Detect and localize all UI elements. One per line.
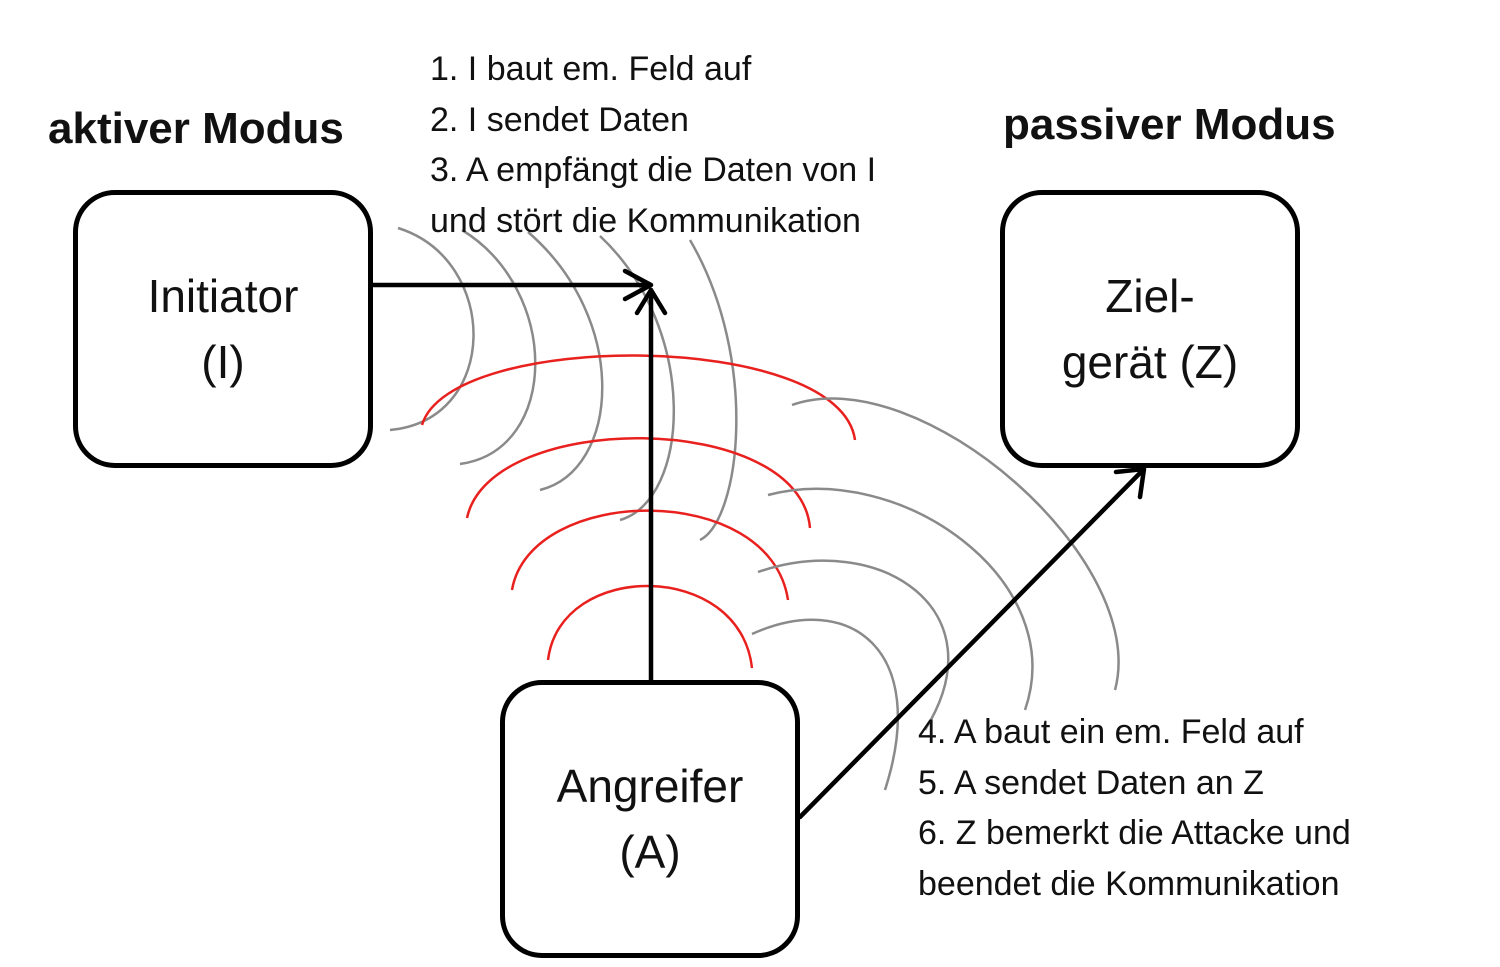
attacker-right-wave-3 [767, 487, 1034, 711]
attacker-right-wave-2 [757, 559, 950, 731]
arrows [370, 268, 1147, 820]
attacker-right-wave-4 [791, 397, 1120, 691]
step-line: 4. A baut ein em. Feld auf [918, 713, 1304, 751]
step-line: und stört die Kommunikation [430, 201, 861, 240]
target-abbr: gerät (Z) [1061, 336, 1239, 388]
passive-mode-heading: passiver Modus [1003, 100, 1336, 149]
active-mode-steps: 1. I baut em. Feld auf 2. I sendet Daten… [430, 44, 876, 246]
passive-mode-steps: 4. A baut ein em. Feld auf 5. A sendet D… [918, 707, 1351, 909]
arrowhead-up [634, 287, 668, 316]
attacker-node: Angreifer (A) [500, 680, 800, 958]
step-line: 1. I baut em. Feld auf [430, 50, 752, 88]
attacker-right-wave-1 [751, 618, 900, 791]
initiator-wave-1 [389, 226, 475, 432]
initiator-wave-5 [688, 239, 738, 542]
step-line: 5. A sendet Daten an Z [918, 763, 1264, 802]
attacker-field-waves-right [751, 397, 1120, 791]
step-line: 6. Z bemerkt die Attacke und [918, 814, 1351, 852]
active-mode-heading: aktiver Modus [48, 104, 344, 153]
target-name: Ziel- [1105, 270, 1195, 322]
initiator-wave-2 [459, 228, 537, 466]
initiator-node: Initiator (I) [73, 190, 373, 468]
arrow-attacker-to-target [797, 467, 1146, 820]
attacker-up-wave-3 [465, 437, 812, 529]
initiator-field-waves [389, 226, 738, 542]
step-line: 2. I sendet Daten [430, 100, 689, 139]
attacker-abbr: (A) [619, 826, 681, 878]
initiator-abbr: (I) [201, 336, 245, 388]
step-line: 3. A empfängt die Daten von I [430, 151, 877, 189]
attacker-name: Angreifer [556, 760, 744, 812]
initiator-name: Initiator [147, 270, 299, 322]
arrowhead-diagonal [1113, 466, 1147, 500]
step-line: beendet die Kommunikation [918, 864, 1340, 903]
initiator-wave-3 [527, 231, 604, 492]
attacker-up-wave-4 [420, 354, 857, 441]
target-node: Ziel- gerät (Z) [1000, 190, 1300, 468]
arrowhead-right [622, 268, 654, 302]
